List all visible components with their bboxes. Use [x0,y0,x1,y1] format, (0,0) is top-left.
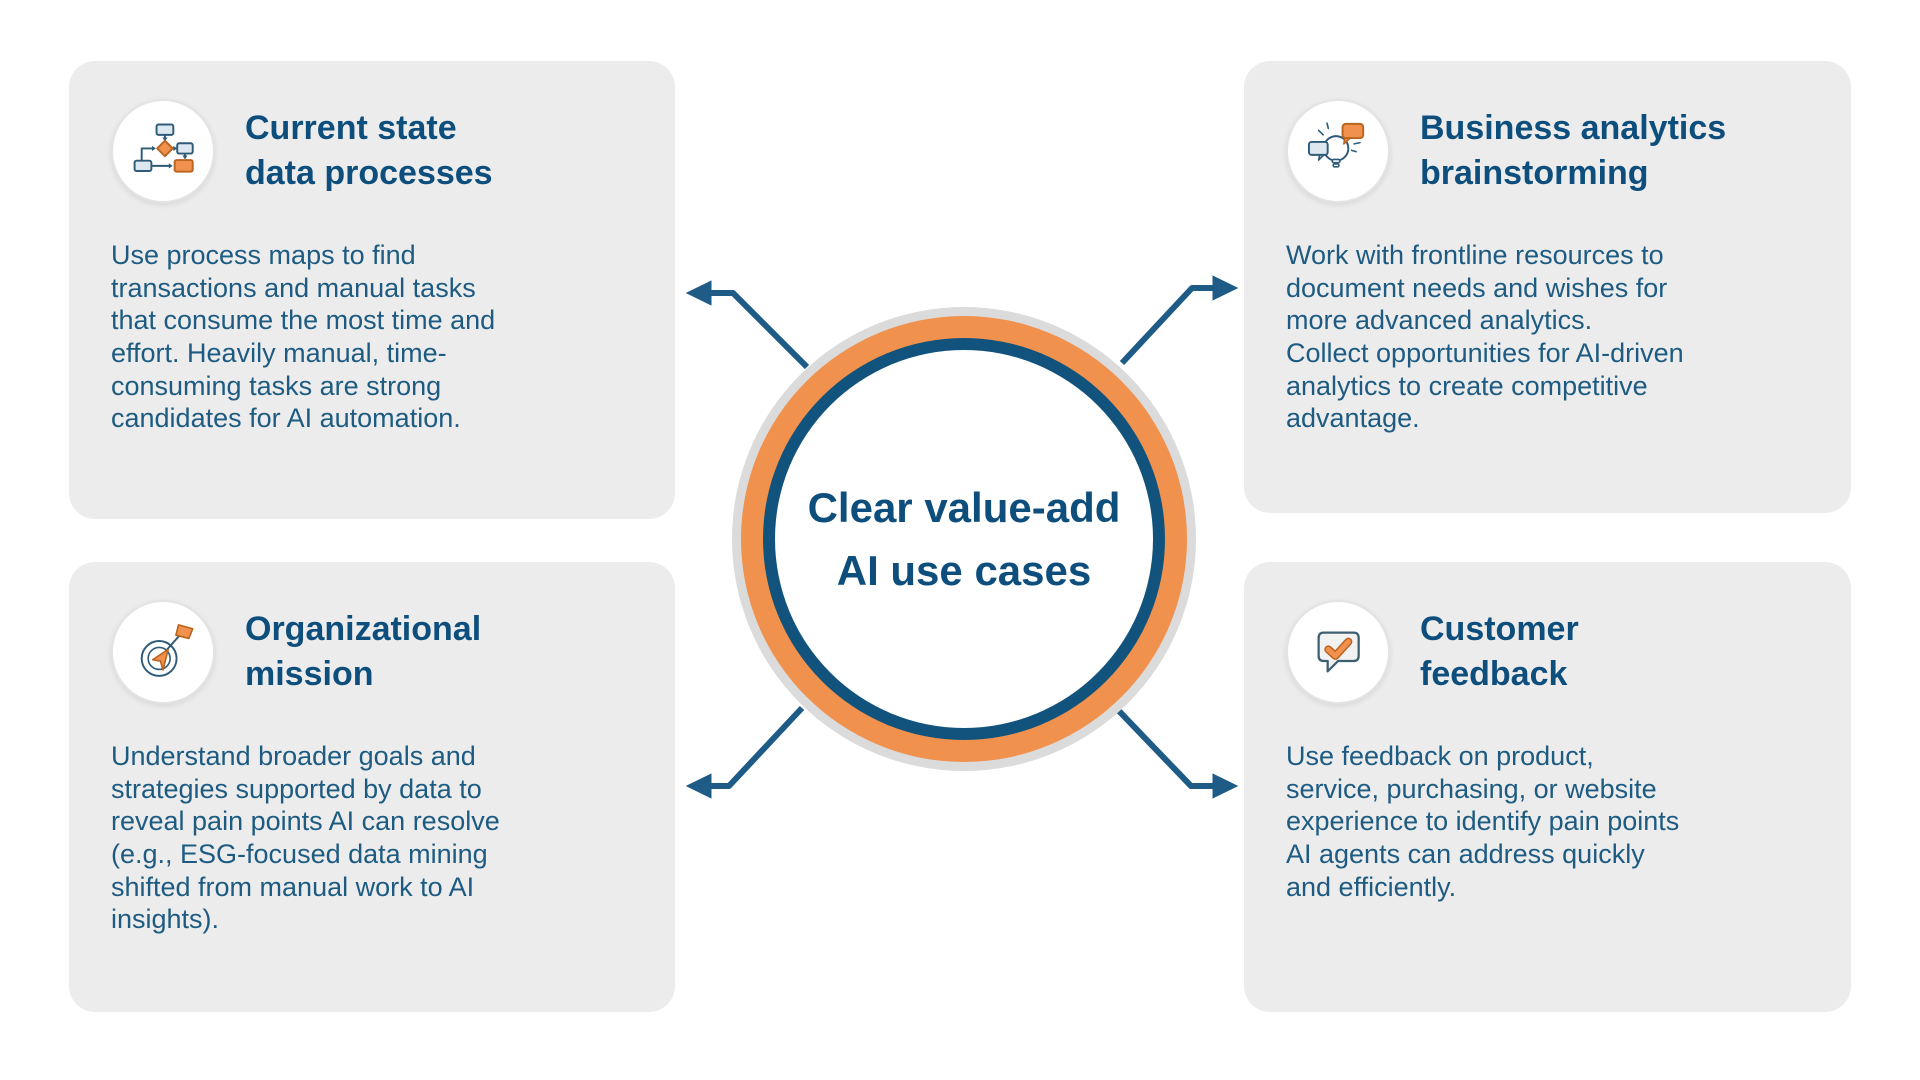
card-title: Business analytics brainstorming [1420,109,1727,192]
card-header: Business analytics brainstorming [1286,99,1809,203]
speech-bubble-check-icon-graphic [1317,631,1360,673]
center-circle-blue-ring: Clear value-add AI use cases [763,338,1165,740]
center-circle-orange-ring: Clear value-add AI use cases [741,316,1187,762]
arrow-to-top-right [1119,275,1239,366]
lightbulb-brainstorm-icon-graphic [1307,122,1365,168]
card-body: Understand broader goals and strategies … [111,741,500,935]
card-current-state-data-processes: Current state data processes Use process… [69,61,675,519]
card-customer-feedback: Customer feedback Use feedback on produc… [1244,562,1851,1012]
flowchart-icon [111,99,215,203]
card-body: Use feedback on product, service, purcha… [1286,741,1680,902]
card-title: Customer feedback [1420,610,1579,693]
card-title: Current state data processes [245,109,493,192]
center-circle-inner: Clear value-add AI use cases [775,350,1153,728]
center-circle: Clear value-add AI use cases [732,307,1196,771]
card-business-analytics-brainstorming: Business analytics brainstorming Work wi… [1244,61,1851,513]
card-organizational-mission: Organizational mission Understand broade… [69,562,675,1012]
arrow-to-top-left [685,280,810,370]
lightbulb-brainstorm-icon [1286,99,1390,203]
arrow-to-bottom-right [1115,707,1239,799]
flowchart-icon-graphic [133,123,194,173]
card-title: Organizational mission [245,610,482,693]
speech-bubble-check-icon [1286,600,1390,704]
card-body: Use process maps to find transactions an… [111,240,496,434]
target-flag-icon-graphic [140,624,194,677]
card-header: Customer feedback [1286,600,1809,704]
center-circle-label: Clear value-add AI use cases [807,484,1121,594]
arrow-to-bottom-left [685,705,805,799]
card-header: Organizational mission [111,600,633,704]
target-flag-icon [111,600,215,704]
card-body: Work with frontline resources to documen… [1286,240,1684,434]
card-header: Current state data processes [111,99,633,203]
